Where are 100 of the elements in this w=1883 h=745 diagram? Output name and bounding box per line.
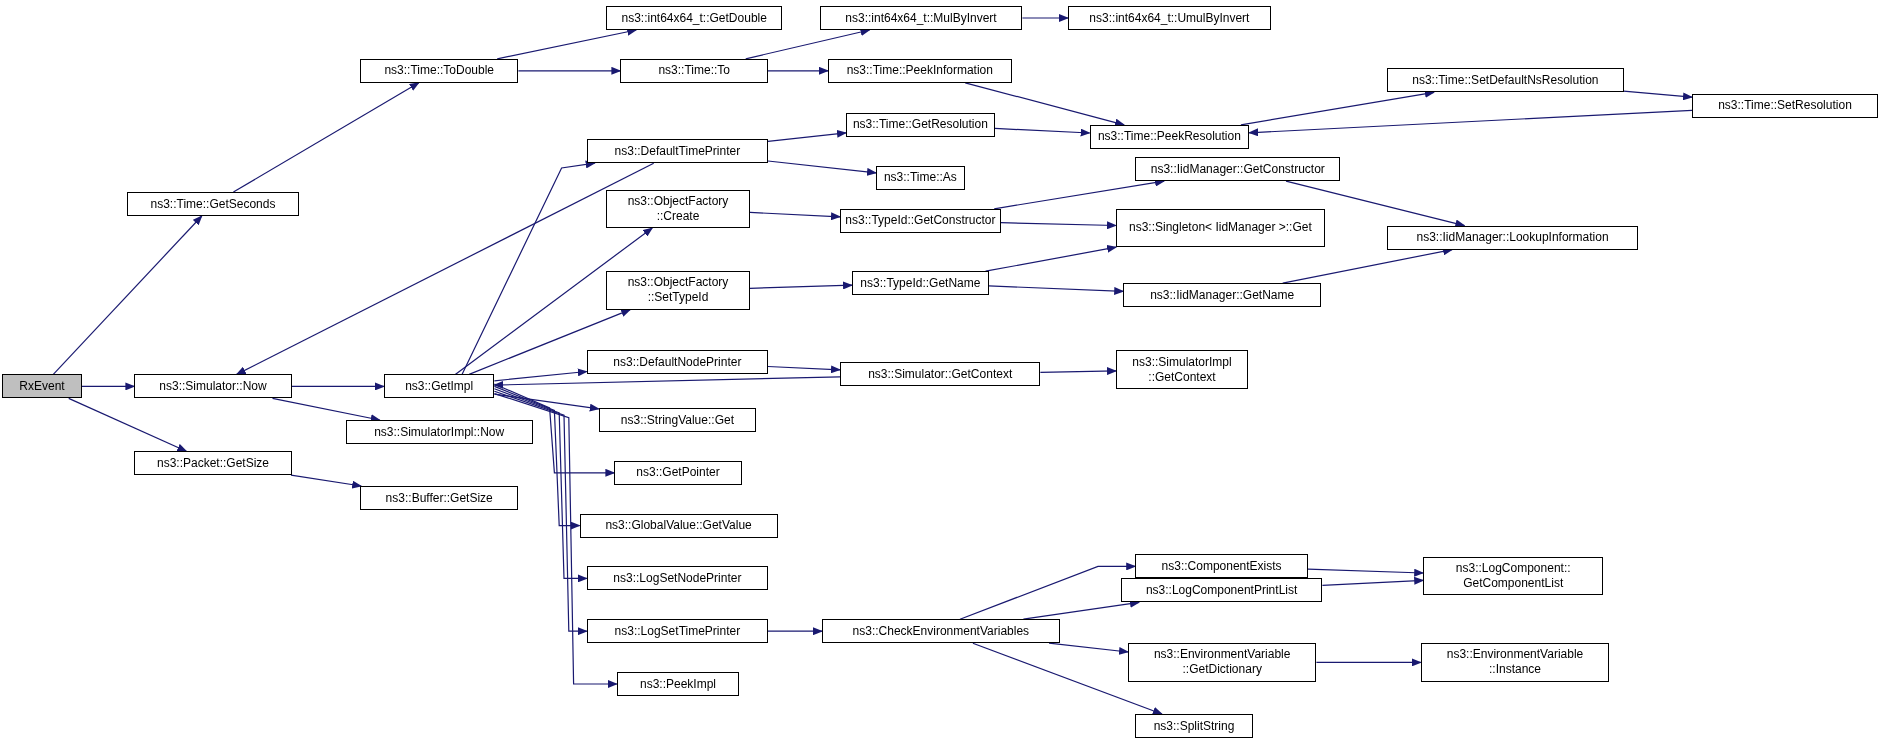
arrow [235,162,655,375]
arrow [517,66,622,75]
function-name: ns3::CheckEnvironmentVariables [852,623,1030,639]
arrow [493,385,581,530]
function-box [345,420,533,444]
arrow [749,211,841,221]
function-box [1420,643,1610,682]
function-name: ns3::IidManager::GetName [1150,287,1295,303]
function-name: ns3::Time::ToDouble [384,63,494,79]
function-box [1116,208,1325,248]
function-name: ns3::IidManager::LookupInformation [1416,230,1609,246]
arrow [493,390,588,636]
function-box [134,451,292,476]
function-box [1089,124,1250,149]
function-name: ns3::GlobalValue::GetValue [605,518,752,534]
function-name: ns3::GetPointer [636,465,720,481]
arrow [1000,221,1117,230]
function-name: ns3::Buffer::GetSize [385,490,493,506]
function-box [1387,225,1638,250]
arrow [767,160,877,176]
arrow [52,215,203,375]
arrow [994,127,1091,137]
function-name: ns3::Packet::GetSize [156,455,269,471]
function-box [846,112,995,137]
arrow [1285,180,1466,228]
function-name: ns3::TypeId::GetName [860,275,981,291]
function-name: ns3::GetImpl [405,378,474,394]
function-box [127,192,299,216]
function-box [822,619,1060,644]
function-name: ns3::Time::As [883,170,957,186]
function-name: ns3::SimulatorImpl ::GetContext [1131,354,1233,385]
function-name: ns3::Time::PeekResolution [1097,129,1241,145]
function-box [586,619,768,644]
function-name: ns3::Time::SetDefaultNsResolution [1412,72,1599,88]
function-name: ns3::LogComponentPrintList [1145,582,1298,598]
function-name: ns3::DefaultTimePrinter [614,143,741,159]
arrow [291,382,385,391]
function-box [579,513,778,538]
function-name: ns3::EnvironmentVariable ::GetDictionary [1152,647,1292,678]
function-name: ns3::Time::To [658,63,730,79]
function-box [1423,556,1604,596]
arrow [468,309,632,375]
arrow [493,376,841,389]
function-name: ns3::Time::GetSeconds [150,196,276,212]
function-name: ns3::LogSetTimePrinter [614,623,741,639]
function-box [1135,554,1308,579]
function-box [598,408,756,432]
arrow [1321,576,1425,586]
arrow [1307,568,1425,577]
arrow [745,28,871,60]
arrow [493,388,588,583]
function-name: ns3::Time::GetResolution [852,117,988,133]
function-name: ns3::Singleton< IidManager >::Get [1129,220,1312,236]
function-box [616,672,740,696]
arrow [985,244,1118,272]
arrow [767,129,847,142]
function-box [1128,643,1317,682]
arrow [290,474,363,489]
arrow [964,82,1125,127]
function-box [620,58,768,83]
arrow [1048,642,1129,655]
function-name: ns3::LogSetNodePrinter [613,570,742,586]
arrow [767,365,841,374]
function-box [1692,93,1878,118]
arrow [493,368,588,382]
function-name: ns3::int64x64_t::MulByInvert [845,10,997,26]
function-box [1068,6,1271,30]
arrow [972,642,1163,715]
function-box [828,58,1012,83]
function-name: ns3::IidManager::GetConstructor [1150,161,1325,177]
arrow [1315,658,1422,667]
function-box [586,350,768,375]
function-box [384,374,495,399]
function-name: ns3::SplitString [1153,718,1235,734]
function-name: ns3::EnvironmentVariable ::Instance [1445,647,1585,678]
function-name: ns3::SimulatorImpl::Now [374,424,505,440]
function-name: ns3::Time::SetResolution [1718,98,1852,114]
function-name: ns3::DefaultNodePrinter [613,354,742,370]
function-box [606,271,750,310]
arrow [81,382,136,391]
arrow [767,66,829,75]
function-name: ns3::LogComponent:: GetComponentList [1454,561,1572,591]
function-box [360,486,519,510]
arrow [68,397,188,452]
arrow [749,281,853,290]
function-box [606,189,750,228]
function-box [1135,714,1253,738]
function-box [614,460,742,485]
function-box [852,271,989,296]
function-box [586,139,768,164]
arrow [1248,109,1693,137]
function-box [1387,68,1624,93]
function-name: ns3::int64x64_t::UmulByInvert [1089,10,1250,26]
arrow [493,393,618,688]
arrow [461,160,596,375]
function-box [2,374,82,399]
function-name: ns3::ComponentExists [1161,558,1282,574]
function-box [840,362,1041,387]
function-name: ns3::ObjectFactory ::Create [626,193,730,224]
function-name: ns3::TypeId::GetConstructor [845,213,996,229]
